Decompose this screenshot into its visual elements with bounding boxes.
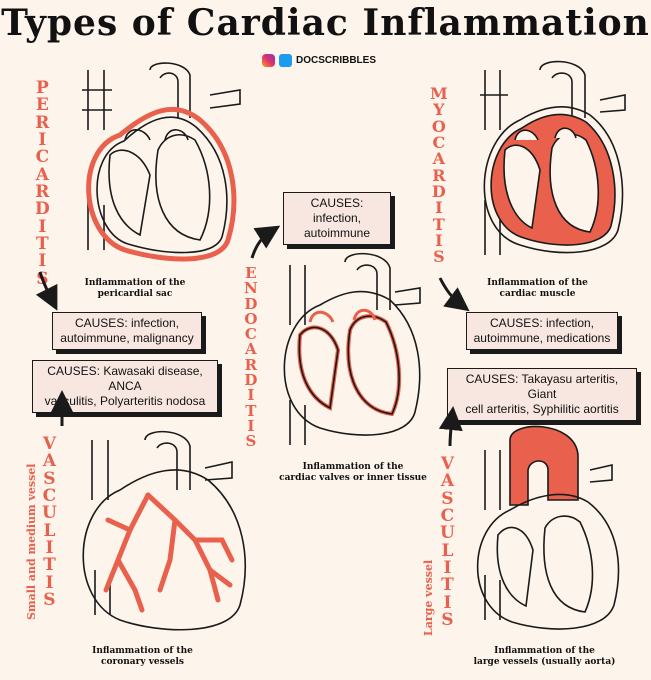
vasculitis-small-caption-line2: coronary vessels: [100, 656, 184, 667]
vasculitis-small-caption: Inflammation of the coronary vessels: [85, 646, 200, 668]
myocarditis-caption: Inflammation of the cardiac muscle: [480, 278, 595, 300]
vasculitis-small-caption-line1: Inflammation of the: [92, 646, 193, 656]
vasculitis-small-causes-line2: vasculitis, Polyarteritis nodosa: [44, 394, 206, 408]
vasculitis-large-caption: Inflammation of the large vessels (usual…: [462, 646, 627, 668]
vasculitis-large-causes-line1: CAUSES: Takayasu arteritis, Giant: [465, 372, 619, 401]
vasculitis-large-caption-line1: Inflammation of the: [494, 646, 595, 656]
endocarditis-caption-line1: Inflammation of the: [302, 462, 404, 472]
vasculitis-large-causes-box: CAUSES: Takayasu arteritis, Giant cell a…: [447, 368, 637, 421]
pericarditis-caption-line2: pericardial sac: [97, 288, 173, 299]
arrow-pericarditis: [35, 271, 58, 311]
myocarditis-caption-line2: cardiac muscle: [499, 288, 576, 299]
endocarditis-caption: Inflammation of the cardiac valves or in…: [278, 462, 428, 484]
endocarditis-causes-line1: CAUSES: infection,: [310, 196, 364, 225]
myocarditis-caption-line1: Inflammation of the: [487, 278, 588, 288]
arrow-myocarditis: [438, 277, 470, 312]
pericarditis-caption-line1: Inflammation of the: [84, 278, 186, 288]
myocarditis-causes-line1: CAUSES: infection,: [489, 316, 595, 330]
handle-text: DOCSCRIBBLES: [296, 54, 377, 66]
arrow-endocarditis: [250, 225, 281, 259]
social-handle: DOCSCRIBBLES: [262, 52, 376, 68]
twitter-icon: [279, 53, 292, 67]
vasculitis-small-causes-line1: CAUSES: Kawasaki disease, ANCA: [47, 364, 203, 393]
page-title: Types of Cardiac Inflammation: [1, 2, 650, 44]
myocarditis-causes-line2: autoimmune, medications: [473, 331, 611, 345]
arrow-vasculitis-large: [438, 406, 463, 447]
pericarditis-causes-line2: autoimmune, malignancy: [60, 331, 194, 345]
endocarditis-causes-box: CAUSES: infection, autoimmune: [283, 192, 391, 245]
pericarditis-caption: Inflammation of the pericardial sac: [75, 278, 195, 300]
endocarditis-caption-line2: cardiac valves or inner tissue: [279, 472, 427, 483]
myocarditis-causes-box: CAUSES: infection, autoimmune, medicatio…: [466, 312, 618, 350]
pericarditis-causes-line1: CAUSES: infection,: [74, 316, 180, 330]
vasculitis-large-caption-line2: large vessels (usually aorta): [473, 656, 616, 667]
vasculitis-large-causes-line2: cell arteritis, Syphilitic aortitis: [465, 402, 619, 416]
instagram-icon: [262, 53, 275, 67]
endocarditis-causes-line2: autoimmune: [303, 226, 371, 240]
pericarditis-causes-box: CAUSES: infection, autoimmune, malignanc…: [52, 312, 202, 350]
